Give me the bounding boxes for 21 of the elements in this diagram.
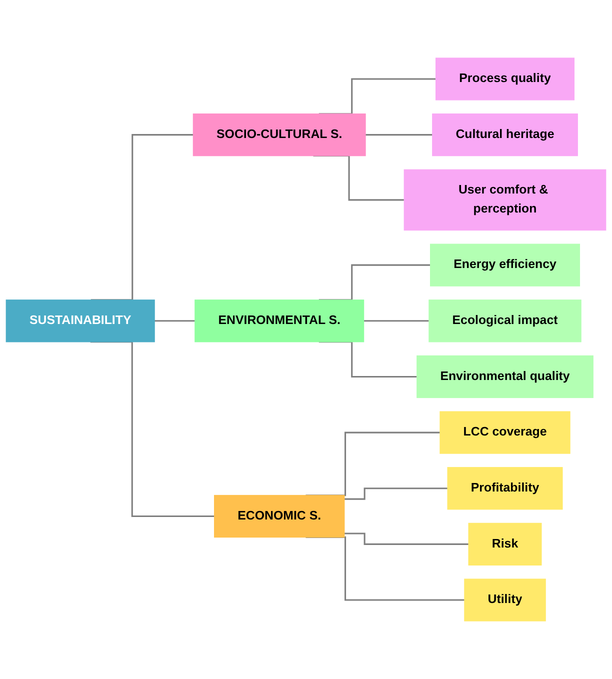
connector [154,320,195,322]
node-box: ECONOMIC S. [214,494,345,538]
connector [318,341,417,378]
node-box: Utility [464,578,546,622]
node-box: Profitability [447,467,563,510]
node-box: Energy efficiency [430,244,580,286]
node-box: Process quality [436,58,574,100]
node-box: SUSTAINABILITY [6,300,155,342]
node-box: LCC coverage [440,411,570,454]
connector [344,488,448,500]
node-box: SOCIO-CULTURAL S. [192,114,366,156]
node-box: ENVIRONMENTAL S. [194,300,364,342]
connector [364,320,429,322]
node-box: Ecological impact [428,300,582,342]
connector [90,341,214,518]
connector [365,134,432,136]
node-box: Risk [468,522,542,566]
node-box: Cultural heritage [432,114,578,156]
node-box: Environmental quality [416,355,594,398]
node-box: User comfort & perception [404,169,606,231]
connector [344,532,469,545]
